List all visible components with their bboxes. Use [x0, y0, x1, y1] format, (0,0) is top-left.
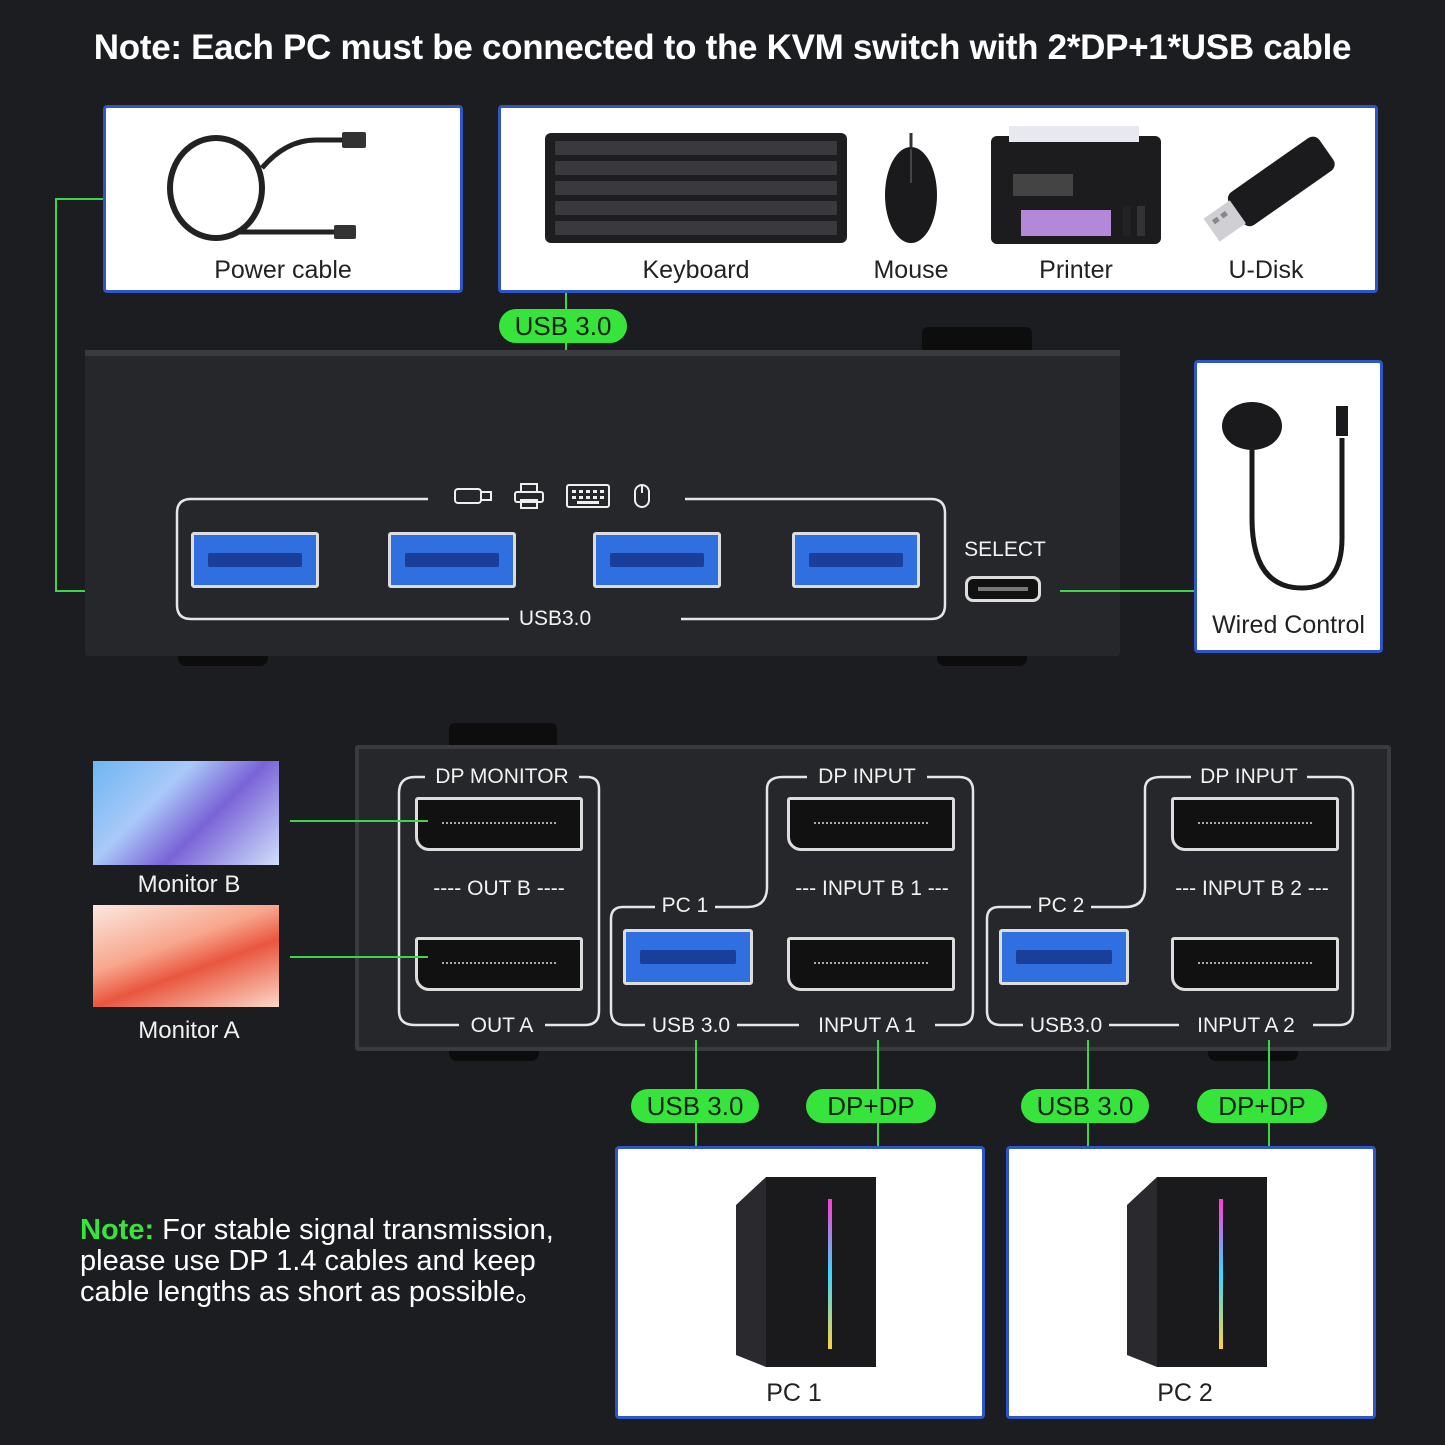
note-line2: please use DP 1.4 cables and keep [80, 1245, 536, 1277]
input-b1-label: --- INPUT B 1 --- [795, 877, 949, 900]
rear-knob-top [449, 723, 557, 747]
front-usb-port-2[interactable] [388, 532, 516, 588]
pc2-dp-pill: DP+DP [1197, 1089, 1327, 1123]
usb-bracket [175, 497, 947, 621]
power-cable-label: Power cable [214, 256, 352, 284]
power-wire-top [55, 198, 103, 200]
front-usb-port-4[interactable] [792, 532, 920, 588]
monitor-b-image [93, 761, 279, 865]
pc1-dp-pill: DP+DP [806, 1089, 936, 1123]
out-a-label: OUT A [470, 1014, 534, 1037]
dp-port-out-b[interactable] [415, 797, 583, 851]
page-title: Note: Each PC must be connected to the K… [93, 28, 1352, 67]
front-usb-port-3[interactable] [593, 532, 721, 588]
pc2-label: PC 2 [1037, 894, 1085, 917]
front-foot-right [937, 656, 1027, 666]
rear-usb1-label: USB 3.0 [651, 1014, 731, 1037]
power-wire-bottom [55, 590, 93, 592]
wired-control-label: Wired Control [1212, 611, 1365, 639]
note-line3: cable lengths as short as possible。 [80, 1276, 545, 1308]
pc1-label: PC 1 [661, 894, 709, 917]
front-usb-port-1[interactable] [191, 532, 319, 588]
pc1-tower-icon [736, 1177, 876, 1367]
dp-port-input-b1[interactable] [787, 797, 955, 851]
note-bold: Note: [80, 1214, 155, 1246]
mouse-label: Mouse [873, 256, 949, 284]
u-disk-icon [1203, 136, 1335, 242]
keyboard-label: Keyboard [642, 256, 750, 284]
dp-port-input-a1[interactable] [787, 937, 955, 991]
pc2-usb-pill: USB 3.0 [1021, 1089, 1149, 1123]
power-cable-icon [167, 132, 366, 241]
pc2-tower-icon [1127, 1177, 1267, 1367]
power-wire-vertical [55, 198, 57, 591]
dp-port-out-a[interactable] [415, 937, 583, 991]
monitor-a-wire [290, 956, 428, 958]
mouse-icon [885, 133, 937, 243]
peripherals-card: Keyboard Mouse Printer U-Disk [498, 105, 1378, 293]
mouse-small-icon [634, 484, 650, 508]
select-port[interactable] [965, 576, 1041, 602]
u-disk-label: U-Disk [1228, 256, 1304, 284]
printer-icon [991, 126, 1161, 244]
pc1-usb-pill: USB 3.0 [631, 1089, 759, 1123]
rear-usb2-label: USB3.0 [1029, 1014, 1103, 1037]
keyboard-icon [545, 133, 847, 243]
front-foot-left [178, 656, 268, 666]
pc1-label-card: PC 1 [766, 1379, 822, 1407]
printer-small-icon [514, 483, 544, 509]
monitor-a-label: Monitor A [138, 1017, 240, 1044]
front-usb-label: USB3.0 [518, 607, 592, 630]
power-cable-card: Power cable [103, 105, 463, 293]
monitor-a-image [93, 905, 279, 1007]
wired-control-icon [1222, 402, 1348, 591]
usb30-pill-front: USB 3.0 [499, 309, 627, 343]
monitor-b-label: Monitor B [137, 871, 241, 898]
note-line1: For stable signal transmission, [154, 1214, 554, 1246]
select-label: SELECT [964, 538, 1046, 561]
printer-label: Printer [1039, 256, 1113, 284]
rear-panel-brackets [397, 775, 1355, 1027]
front-top-edge [85, 350, 1120, 356]
keyboard-small-icon [566, 484, 610, 508]
cable-note: Note: For stable signal transmission, pl… [80, 1215, 600, 1308]
kvm-knob-top [922, 327, 1032, 353]
input-b2-label: --- INPUT B 2 --- [1175, 877, 1329, 900]
rear-usb-port-pc1[interactable] [623, 929, 753, 985]
dp-input-1-label: DP INPUT [818, 765, 916, 788]
kvm-front-panel: USB3.0 SELECT [85, 350, 1120, 656]
dp-port-input-b2[interactable] [1171, 797, 1339, 851]
input-a2-label: INPUT A 2 [1197, 1014, 1295, 1037]
pc1-card: PC 1 [615, 1146, 985, 1419]
wired-control-wire [1060, 590, 1194, 592]
pc2-card: PC 2 [1006, 1146, 1376, 1419]
rear-foot-left [449, 1051, 539, 1061]
dp-input-2-label: DP INPUT [1200, 765, 1298, 788]
out-b-label: ---- OUT B ---- [433, 877, 565, 900]
pc2-label-card: PC 2 [1157, 1379, 1213, 1407]
monitor-b-wire [290, 820, 428, 822]
usb-drive-small-icon [454, 488, 492, 504]
kvm-rear-panel: DP MONITOR ---- OUT B ---- OUT A DP INPU… [355, 745, 1391, 1051]
rear-foot-right [1208, 1051, 1298, 1061]
input-a1-label: INPUT A 1 [818, 1014, 916, 1037]
wired-control-card: Wired Control [1194, 360, 1383, 653]
dp-port-input-a2[interactable] [1171, 937, 1339, 991]
dp-monitor-label: DP MONITOR [435, 765, 569, 788]
rear-usb-port-pc2[interactable] [999, 929, 1129, 985]
